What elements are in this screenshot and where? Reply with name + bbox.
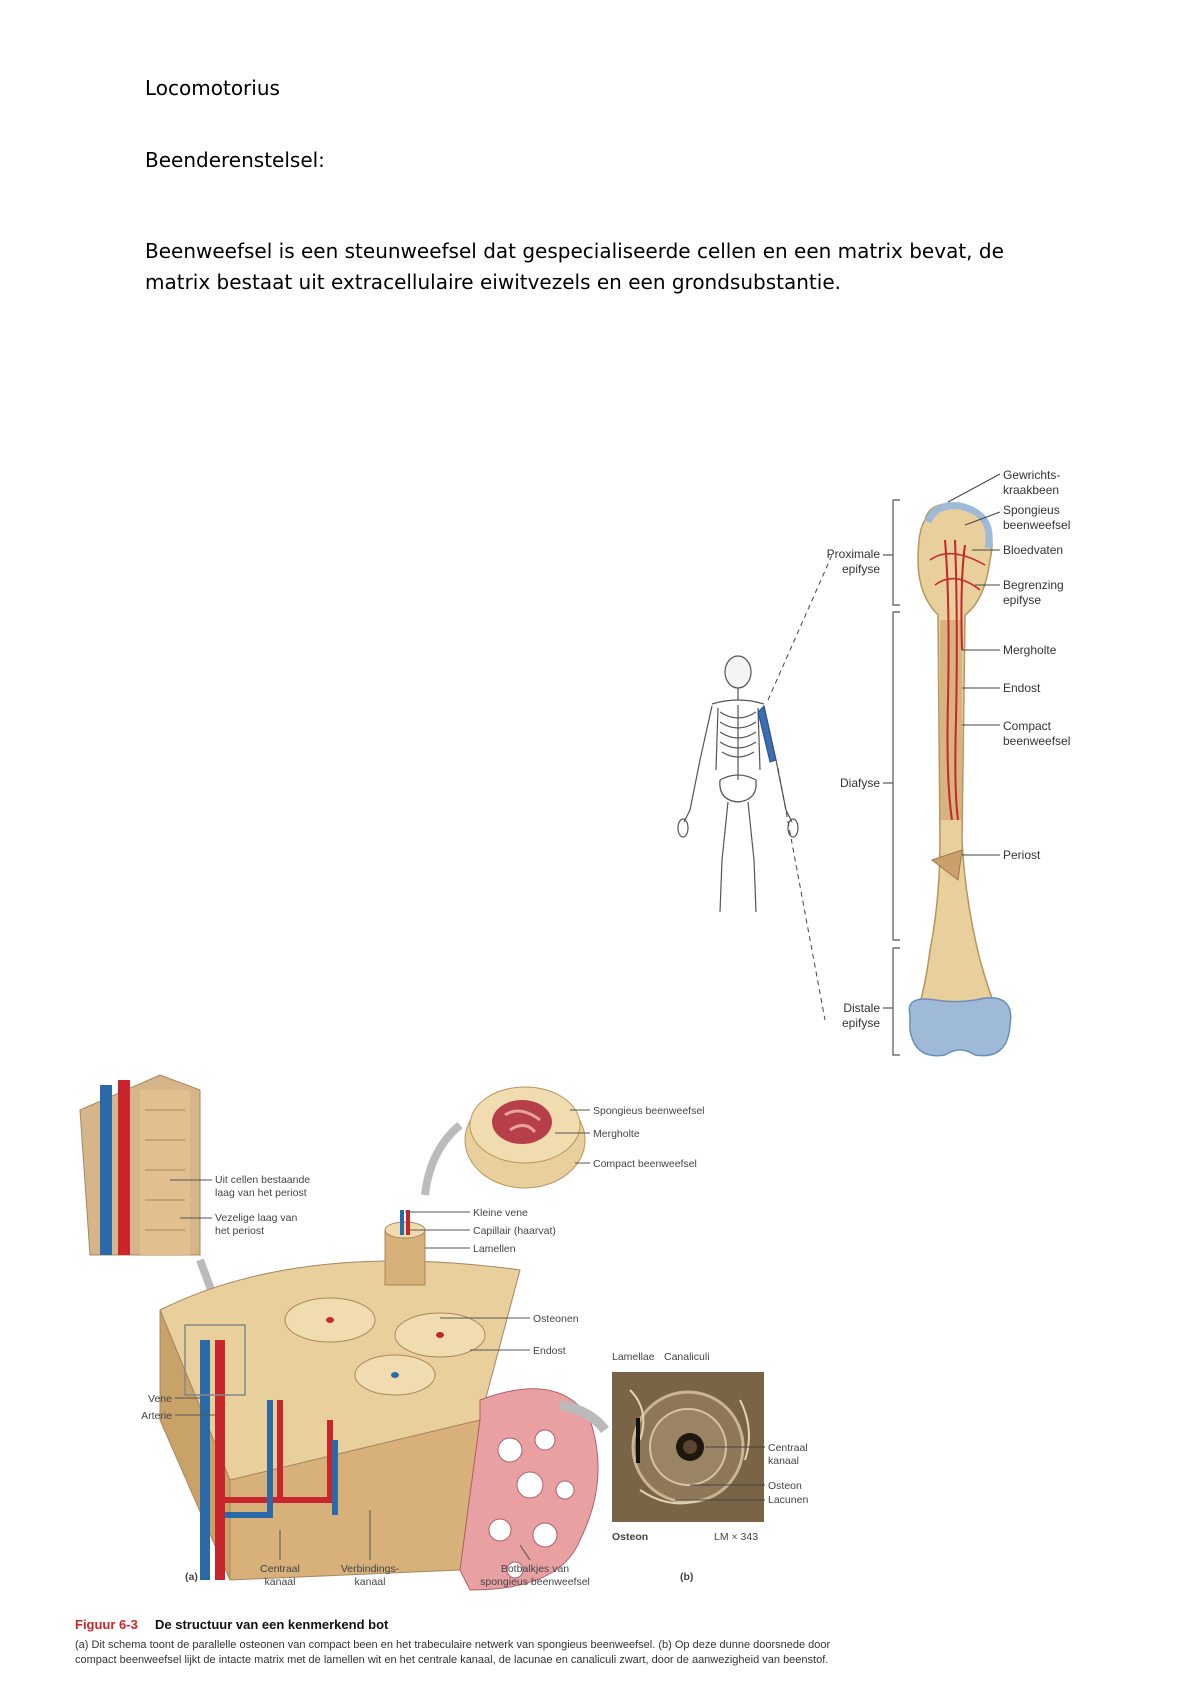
spongy-bone bbox=[459, 1388, 599, 1591]
label-botbalkjes2: spongieus beenweefsel bbox=[480, 1576, 590, 1588]
panel-a-label: (a) bbox=[185, 1571, 198, 1583]
micro-leader-lines bbox=[675, 1446, 765, 1501]
cross-section bbox=[464, 1086, 586, 1189]
label-begrenzing: Begrenzing bbox=[1003, 578, 1064, 592]
highlighted-humerus bbox=[757, 705, 777, 763]
label-endost: Endost bbox=[1003, 681, 1041, 695]
label-centraal-kanaal-a1: Centraal bbox=[260, 1563, 300, 1575]
label-verbindings2: kanaal bbox=[355, 1576, 386, 1588]
label-endost-2: Endost bbox=[533, 1345, 566, 1357]
bone-region-brackets bbox=[883, 499, 900, 1056]
label-lacunen: Lacunen bbox=[768, 1494, 808, 1506]
label-botbalkjes1: Botbalkjes van bbox=[501, 1563, 569, 1575]
label-spongieus-bw: Spongieus beenweefsel bbox=[593, 1105, 705, 1117]
label-lm-magnification: LM × 343 bbox=[714, 1531, 758, 1543]
label-periost: Periost bbox=[1003, 848, 1041, 862]
label-lamellae: Lamellae bbox=[612, 1351, 655, 1363]
label-centraal-kanaal-b2: kanaal bbox=[768, 1455, 799, 1467]
label-mergholte: Mergholte bbox=[1003, 643, 1057, 657]
block-leader-lines bbox=[170, 1109, 590, 1561]
label-compact-bw: Compact beenweefsel bbox=[593, 1158, 697, 1170]
label-diafyse: Diafyse bbox=[840, 776, 880, 790]
intro-paragraph: Beenweefsel is een steunweefsel dat gesp… bbox=[145, 239, 1004, 294]
label-beenweefsel: beenweefsel bbox=[1003, 518, 1070, 532]
label-arterie: Arterie bbox=[141, 1410, 172, 1422]
label-vene: Vene bbox=[148, 1393, 172, 1405]
label-distale-epifyse: epifyse bbox=[842, 1016, 880, 1030]
heading-locomotorius: Locomotorius bbox=[145, 76, 280, 100]
label-compact: Compact bbox=[1003, 719, 1052, 733]
figure-number: Figuur 6-3 bbox=[75, 1617, 138, 1632]
label-het-periost: het periost bbox=[215, 1225, 264, 1237]
figure-caption: (a) Dit schema toont de parallelle osteo… bbox=[75, 1639, 831, 1666]
label-kleine-vene: Kleine vene bbox=[473, 1207, 528, 1219]
label-centraal-kanaal-b1: Centraal bbox=[768, 1442, 808, 1454]
label-osteonen: Osteonen bbox=[533, 1313, 579, 1325]
arrow-to-micrograph bbox=[559, 1400, 609, 1434]
label-verbindings1: Verbindings- bbox=[341, 1563, 400, 1575]
label-vezelige: Vezelige laag van bbox=[215, 1212, 297, 1224]
panel-b-label: (b) bbox=[680, 1571, 693, 1583]
arrow-to-block bbox=[421, 1121, 463, 1196]
label-mergholte-2: Mergholte bbox=[593, 1128, 640, 1140]
label-osteon-bottom: Osteon bbox=[612, 1531, 648, 1543]
label-proximale: Proximale bbox=[827, 547, 881, 561]
bone-leader-lines bbox=[947, 473, 1001, 856]
label-spongieus: Spongieus bbox=[1003, 503, 1060, 517]
label-bloedvaten: Bloedvaten bbox=[1003, 543, 1063, 557]
figure-title: De structuur van een kenmerkend bot bbox=[155, 1617, 389, 1632]
periost-inset bbox=[79, 1074, 201, 1256]
label-canaliculi: Canaliculi bbox=[664, 1351, 710, 1363]
compact-bone-block bbox=[159, 1210, 521, 1581]
callout-dashed-top bbox=[767, 554, 833, 701]
label-uit-cellen: Uit cellen bestaande bbox=[215, 1174, 310, 1186]
label-epifyse: epifyse bbox=[1003, 593, 1041, 607]
label-capillair: Capillair (haarvat) bbox=[473, 1225, 556, 1237]
osteon-micrograph bbox=[612, 1372, 764, 1522]
label-lamellen: Lamellen bbox=[473, 1243, 516, 1255]
humerus-bone bbox=[908, 502, 1012, 1057]
label-distale: Distale bbox=[843, 1001, 880, 1015]
label-compact-beenweefsel: beenweefsel bbox=[1003, 734, 1070, 748]
label-gewrichts: Gewrichts- bbox=[1003, 468, 1060, 482]
label-kraakbeen: kraakbeen bbox=[1003, 483, 1059, 497]
label-osteon-right: Osteon bbox=[768, 1480, 802, 1492]
heading-beenderenstelsel: Beenderenstelsel: bbox=[145, 148, 325, 172]
label-proximale-epifyse: epifyse bbox=[842, 562, 880, 576]
skeleton-figure bbox=[677, 655, 799, 913]
label-centraal-kanaal-a2: kanaal bbox=[265, 1576, 296, 1588]
label-laag-periost: laag van het periost bbox=[215, 1187, 307, 1199]
callout-dashed-bottom bbox=[777, 767, 826, 1021]
